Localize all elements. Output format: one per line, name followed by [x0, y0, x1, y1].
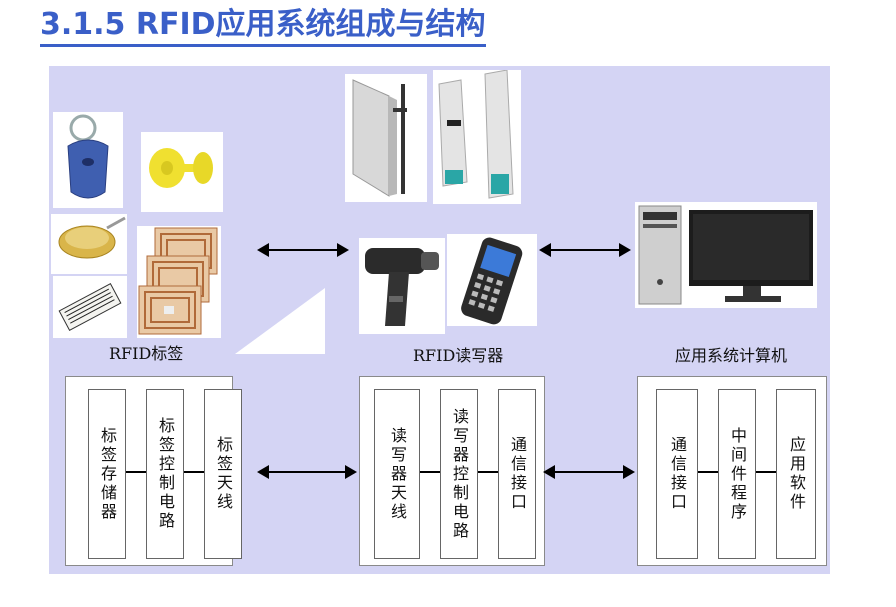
computer-caption: 应用系统计算机: [675, 346, 788, 365]
double-arrow-icon: [257, 465, 357, 479]
panel-antenna-icon: [345, 74, 427, 202]
connector-line: [182, 471, 204, 473]
connector-line: [418, 471, 440, 473]
page-title: 3.1.5 RFID应用系统组成与结构: [40, 8, 486, 47]
connector-line: [696, 471, 718, 473]
ear-tag-icon: [141, 132, 223, 212]
label-tag-icon: [53, 276, 127, 338]
tag-block: 标签天线: [204, 389, 242, 559]
gate-antenna-icon: [433, 70, 521, 204]
connector-line: [754, 471, 776, 473]
computer-structure-group: 通信接口 中间件程序 应用软件: [637, 376, 827, 566]
reader-block: 读写器天线: [374, 389, 420, 559]
desktop-computer-icon: [635, 202, 817, 308]
tag-structure-group: 标签存储器 标签控制电路 标签天线: [65, 376, 242, 566]
tag-block: 标签控制电路: [146, 389, 184, 559]
coin-tag-icon: [51, 214, 127, 274]
pda-reader-icon: [447, 234, 537, 326]
tags-caption: RFID标签: [109, 344, 184, 363]
reader-caption: RFID读写器: [413, 346, 504, 365]
keyfob-tag-icon: [53, 112, 123, 208]
coil-tag-icon: [137, 226, 221, 338]
decorative-wedge: [235, 288, 325, 354]
computer-block: 通信接口: [656, 389, 698, 559]
reader-block: 读写器控制电路: [440, 389, 478, 559]
reader-structure-group: 读写器天线 读写器控制电路 通信接口: [359, 376, 545, 566]
double-arrow-icon: [257, 243, 349, 257]
computer-block: 中间件程序: [718, 389, 756, 559]
connector-line: [124, 471, 146, 473]
computer-block: 应用软件: [776, 389, 816, 559]
handheld-reader-icon: [359, 238, 445, 334]
diagram-panel: RFID标签 RFID读写器 应用系统计算机 标签存储器 标签控制电路 标签天线…: [49, 66, 830, 574]
reader-block: 通信接口: [498, 389, 536, 559]
double-arrow-icon: [539, 243, 631, 257]
double-arrow-icon: [543, 465, 635, 479]
connector-line: [476, 471, 498, 473]
tag-block: 标签存储器: [88, 389, 126, 559]
